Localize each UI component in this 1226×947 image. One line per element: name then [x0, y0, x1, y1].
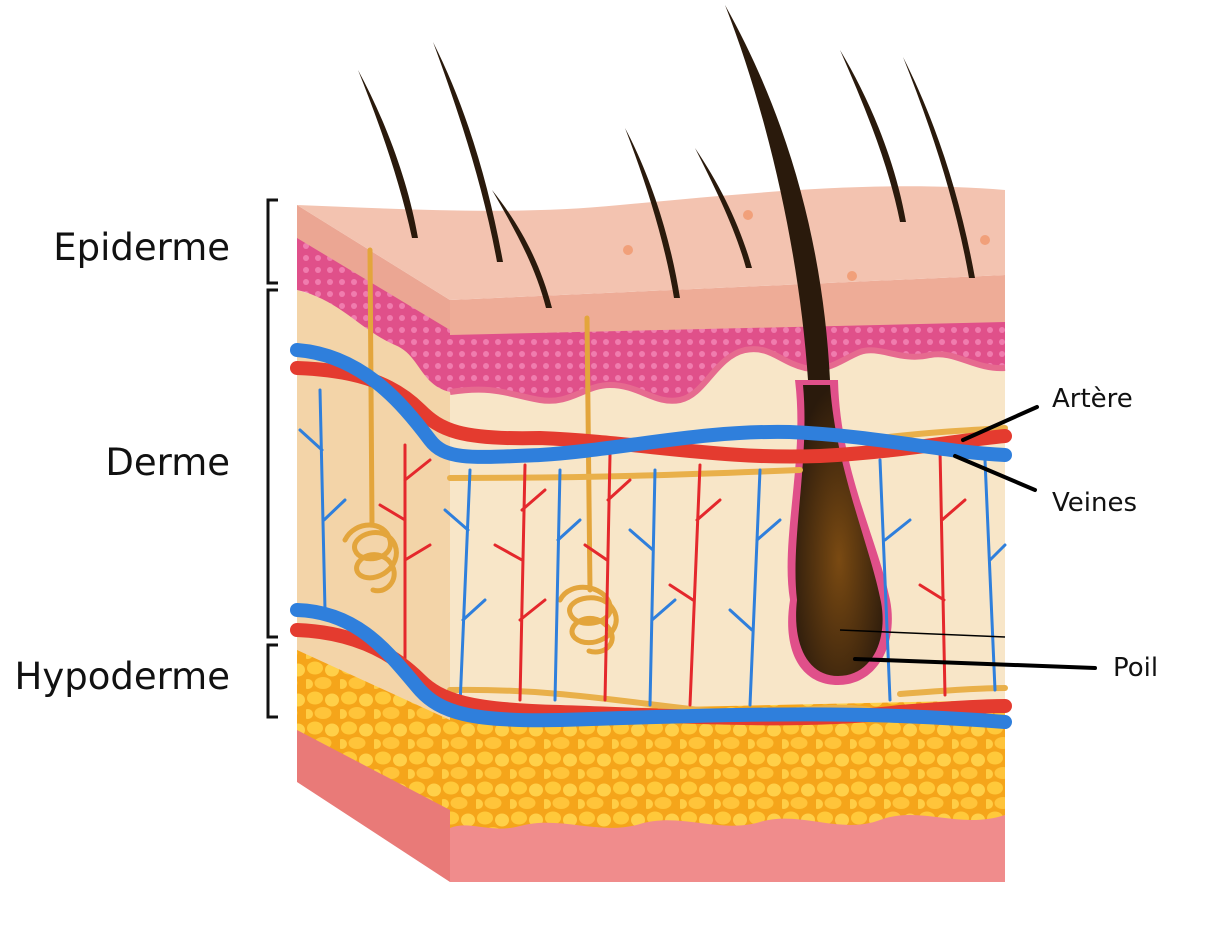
- block-front-face: [449, 275, 1006, 882]
- layer-brackets: [266, 198, 278, 719]
- block-side-face: [297, 205, 450, 882]
- callout-leaders: [853, 405, 1097, 670]
- follicle-pointer-line: [839, 629, 1006, 638]
- label-derme: Derme: [105, 441, 230, 484]
- skin-surface: [297, 186, 1005, 300]
- label-artere: Artère: [1052, 384, 1133, 414]
- upper-artery: [290, 361, 1012, 464]
- upper-vein: [290, 343, 1012, 464]
- label-veines: Veines: [1052, 488, 1137, 518]
- label-poil: Poil: [1113, 653, 1158, 683]
- label-hypoderme: Hypoderme: [15, 655, 230, 698]
- lower-vein: [290, 603, 1012, 729]
- label-epiderme: Epiderme: [53, 226, 230, 269]
- capillaries-red: [378, 443, 967, 707]
